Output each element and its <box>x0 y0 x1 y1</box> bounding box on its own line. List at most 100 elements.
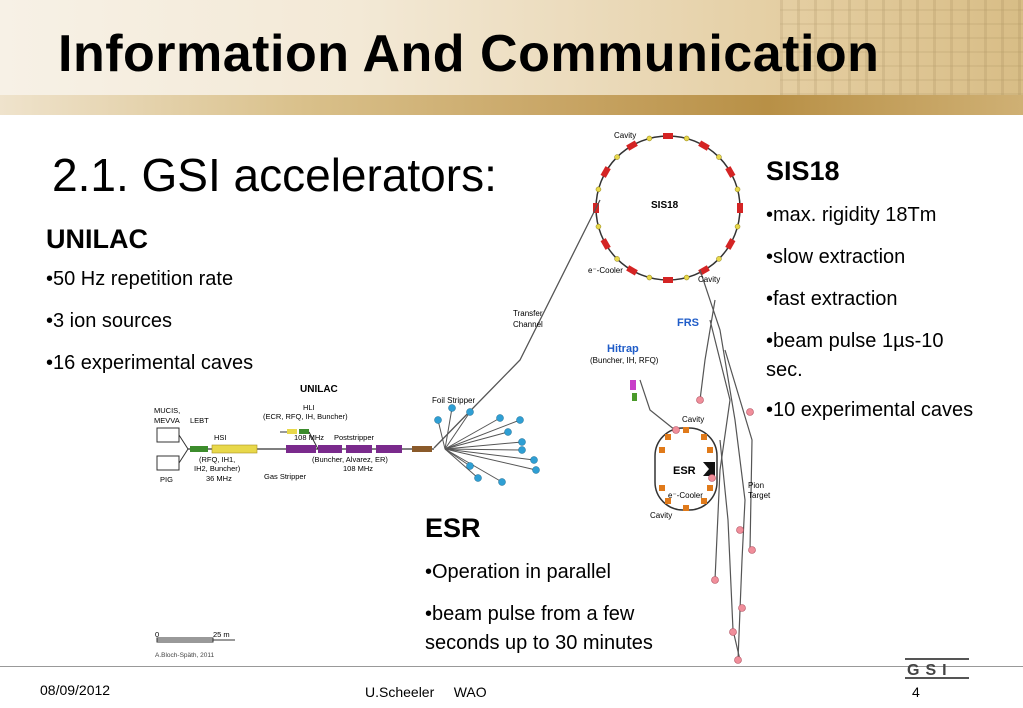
sis18-dipole <box>600 166 611 178</box>
alvarez-tank <box>376 445 402 453</box>
cave-marker <box>696 396 704 404</box>
esr-ring-label: ESR <box>673 465 696 477</box>
sis18-quadrupole <box>646 274 653 281</box>
cave-marker <box>729 628 737 636</box>
experiment-cave-marker <box>518 446 526 454</box>
sis18-quadrupole <box>716 256 722 262</box>
unilac-bullet-2: •3 ion sources <box>46 310 172 332</box>
frs-label: FRS <box>677 317 699 329</box>
experiment-beamline <box>444 441 523 450</box>
transfer-channel-line <box>433 199 601 449</box>
hsi-ih <box>211 444 258 454</box>
experiment-cave-marker <box>504 428 512 436</box>
hitrap-rfq <box>632 393 637 401</box>
pig-label: PIG <box>160 475 173 484</box>
unilac-experiment-fan <box>434 404 540 486</box>
transfer-label-2: Channel <box>513 320 543 329</box>
experiment-beamline <box>444 448 471 467</box>
scale-max-label: 25 m <box>213 630 230 639</box>
hli-ecr <box>287 429 297 434</box>
footer-divider <box>0 666 1023 667</box>
esr-magnet <box>707 447 713 453</box>
unilac-heading: UNILAC <box>46 224 148 254</box>
mucis-label-1: MUCIS, <box>154 406 180 415</box>
mucis-label-2: MEVVA <box>154 416 180 425</box>
cave-marker <box>711 576 719 584</box>
sis18-quadrupole <box>595 186 602 193</box>
sis18-quadrupole <box>614 256 620 262</box>
sis18-quadrupole <box>683 274 690 281</box>
poststripper-sub-2: 108 MHz <box>343 464 373 473</box>
sis18-dipole <box>626 140 638 151</box>
sis18-quadrupole <box>646 135 653 142</box>
gsi-logo-text: GSI <box>907 662 953 679</box>
experiment-beamline <box>444 448 523 451</box>
esr-block: ESR •Operation in parallel •beam pulse f… <box>425 513 653 655</box>
esr-magnet <box>683 427 689 433</box>
footer-author: U.Scheeler WAO <box>365 684 487 700</box>
esr-magnet <box>701 498 707 504</box>
poststripper-label: Poststripper <box>334 433 375 442</box>
esr-magnet <box>665 498 671 504</box>
pion-line <box>724 349 753 551</box>
hitrap-label: Hitrap <box>607 343 639 355</box>
experiment-cave-marker <box>530 456 538 464</box>
experiment-cave-marker <box>448 404 456 412</box>
hitrap-line <box>639 379 676 431</box>
sis18-dipole <box>725 238 736 250</box>
sis18-quadrupole <box>716 154 722 160</box>
scale-segment <box>156 637 214 643</box>
slide-title: Information And Communication <box>58 25 880 83</box>
cave-marker <box>672 426 680 434</box>
unilac-bullet-1: •50 Hz repetition rate <box>46 268 234 290</box>
esr-magnet <box>701 434 707 440</box>
esr-magnet <box>665 434 671 440</box>
pion-label-1: Pion <box>748 481 764 490</box>
hli-join <box>308 431 319 450</box>
sis18-heading: SIS18 <box>766 156 840 186</box>
hsi-label: HSI <box>214 433 227 442</box>
lebt-junction <box>178 434 189 464</box>
cave-marker <box>738 604 746 612</box>
unilac-diagram-label: UNILAC <box>300 384 338 395</box>
esr-bullet-2: •beam pulse from a few <box>425 603 635 625</box>
esr-injection-kicker <box>703 462 715 476</box>
sis18-bullet-4: •beam pulse 1µs-10 <box>766 330 944 352</box>
sis18-bullet-1: •max. rigidity 18Tm <box>766 204 937 226</box>
sis18-ring-label: SIS18 <box>651 200 679 211</box>
frs-line <box>699 299 716 401</box>
esr-heading: ESR <box>425 513 481 543</box>
experiment-beamline <box>444 448 535 461</box>
scale-zero-label: 0 <box>155 630 159 639</box>
experiment-cave-marker <box>498 478 506 486</box>
hli-label-3: 108 MHz <box>294 433 324 442</box>
experiment-cave-marker <box>532 466 540 474</box>
hsi-sub-1: (RFQ, IH1, <box>199 455 235 464</box>
poststripper-tanks <box>286 445 402 453</box>
sis18-quadrupole <box>683 135 690 142</box>
sis18-dipole <box>663 277 673 283</box>
extraction-line <box>699 269 746 661</box>
sis18-dipole <box>626 265 638 276</box>
hsi-rfq <box>190 446 208 452</box>
header-band <box>0 95 1023 115</box>
experiment-beamline <box>444 411 471 450</box>
experiment-beamline <box>444 448 479 479</box>
footer-date: 08/09/2012 <box>40 682 111 698</box>
sis18-quadrupole <box>614 154 620 160</box>
cave-line <box>719 439 741 661</box>
experimental-cave-markers <box>672 396 756 664</box>
esr-magnet <box>659 447 665 453</box>
experiment-beamline <box>444 448 537 471</box>
experiment-cave-marker <box>434 416 442 424</box>
header-banner <box>0 0 1023 115</box>
esr-bullet-2-cont: seconds up to 30 minutes <box>425 632 653 654</box>
sis-cavity-label-2: Cavity <box>698 275 720 284</box>
header-decoration <box>780 0 1023 95</box>
gsi-logo: GSI <box>905 658 969 679</box>
esr-cavity-label: Cavity <box>682 415 704 424</box>
poststripper-sub-1: (Buncher, Alvarez, ER) <box>312 455 388 464</box>
unilac-block: UNILAC •50 Hz repetition rate •3 ion sou… <box>46 224 253 375</box>
experiment-cave-marker <box>496 414 504 422</box>
